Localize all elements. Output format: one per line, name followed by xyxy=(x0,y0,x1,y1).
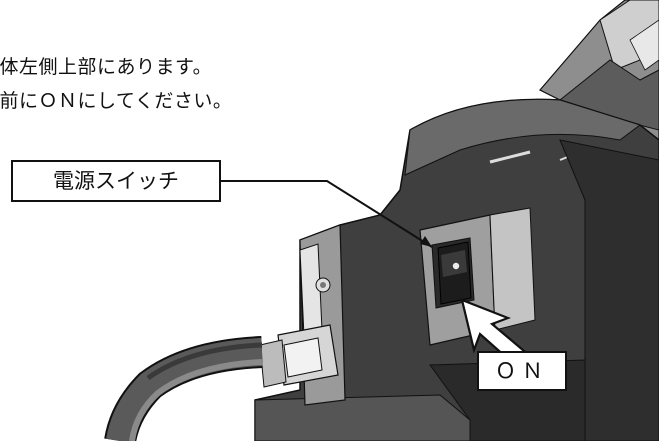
power-cable xyxy=(104,336,263,441)
instruction-line-2: る前にＯＮにしてください。 xyxy=(0,90,233,112)
power-connector xyxy=(259,324,339,388)
on-label: ＯＮ xyxy=(477,351,567,391)
power-switch-label: 電源スイッチ xyxy=(11,160,221,202)
rocker-switch-icon[interactable] xyxy=(437,241,472,305)
instruction-line-1: 本体左側上部にあります。 xyxy=(0,56,213,78)
callout-leader-line xyxy=(221,180,433,248)
